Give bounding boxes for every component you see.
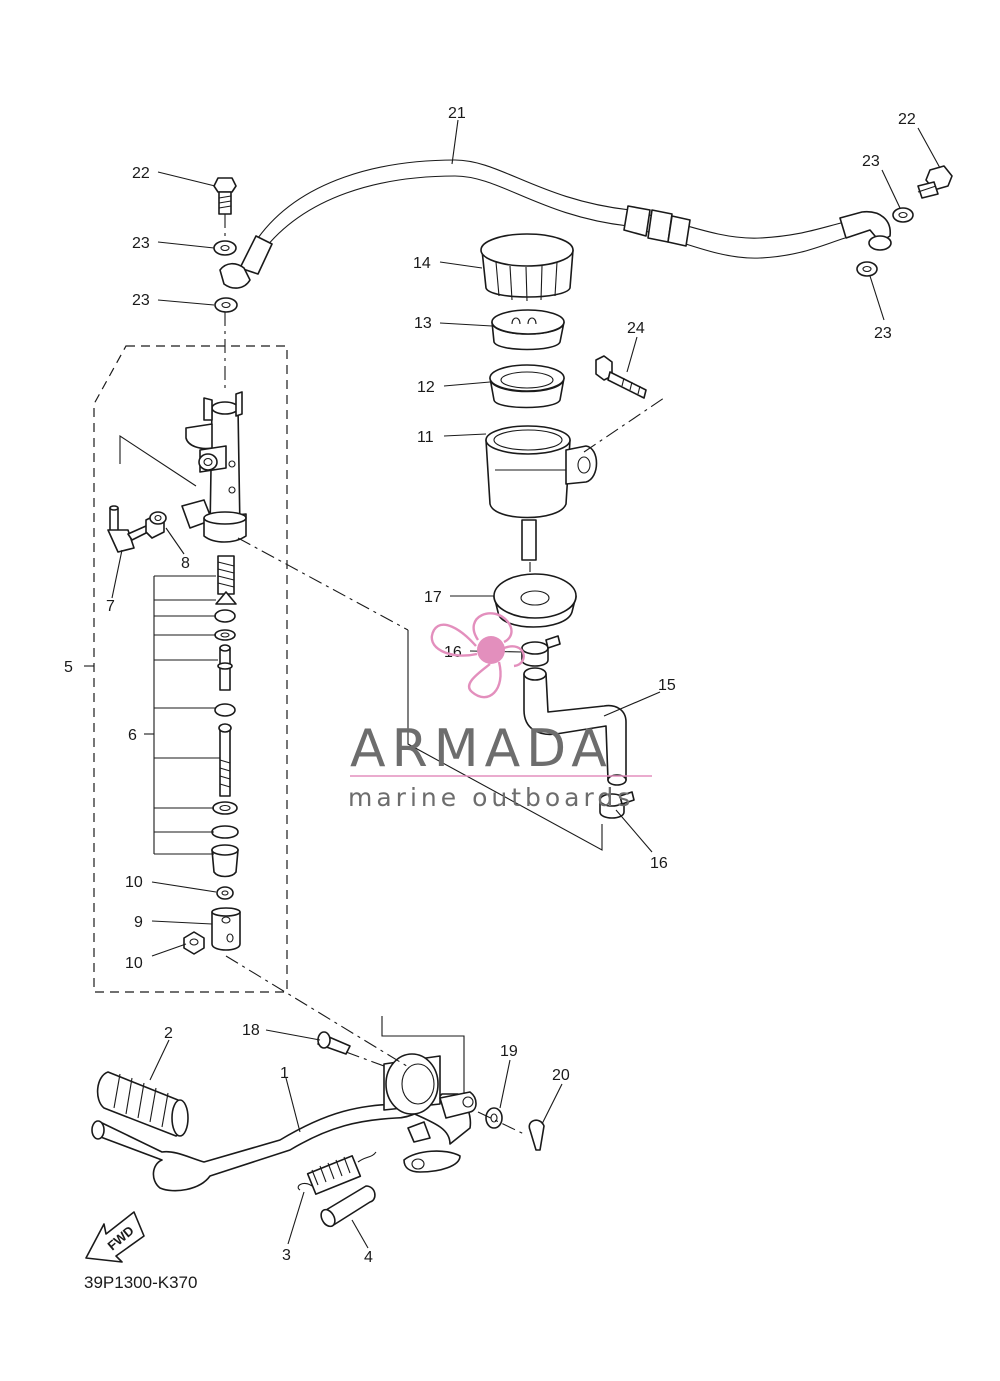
fwd-arrow: FWD xyxy=(85,1211,145,1263)
diaphragm-plate xyxy=(491,309,565,351)
spring-collar xyxy=(320,1185,376,1228)
callout-23: 23 xyxy=(132,292,150,309)
callout-1: 1 xyxy=(280,1065,289,1082)
piston-kit xyxy=(211,555,239,878)
callout-10: 10 xyxy=(125,955,143,972)
callout-5: 5 xyxy=(64,659,73,676)
callout-11: 11 xyxy=(417,429,434,446)
callout-23: 23 xyxy=(874,325,892,342)
callout-10: 10 xyxy=(125,874,143,891)
callout-16: 16 xyxy=(444,644,462,661)
callout-8: 8 xyxy=(181,555,190,572)
callout-15: 15 xyxy=(658,677,676,694)
reservoir-hose xyxy=(523,667,627,786)
callout-6: 6 xyxy=(128,727,137,744)
brand-tagline: marine outboards xyxy=(348,783,634,812)
master-cylinder-body xyxy=(181,391,247,543)
assembly-lines xyxy=(119,214,665,1135)
bleed-screw xyxy=(145,511,167,539)
callout-13: 13 xyxy=(414,315,432,332)
callout-18: 18 xyxy=(242,1022,260,1039)
callout-4: 4 xyxy=(364,1249,373,1266)
callout-2: 2 xyxy=(164,1025,173,1042)
hose-clip-upper xyxy=(521,635,561,667)
brand-name: ARMADA xyxy=(350,719,613,779)
callout-7: 7 xyxy=(106,598,115,615)
diaphragm xyxy=(489,364,565,409)
callout-21: 21 xyxy=(448,105,466,122)
reservoir-tank xyxy=(485,425,598,561)
callout-20: 20 xyxy=(552,1067,570,1084)
pedal-pin xyxy=(317,1031,351,1055)
armada-watermark: ARMADA marine outboards xyxy=(348,612,652,812)
propeller-logo xyxy=(430,612,525,699)
clevis xyxy=(211,907,241,951)
hose-joint xyxy=(107,505,149,553)
hose-clip-lower xyxy=(599,791,635,819)
callout-17: 17 xyxy=(424,589,442,606)
callout-3: 3 xyxy=(282,1247,291,1264)
union-bolt-right xyxy=(917,165,953,199)
reservoir-bolt xyxy=(595,355,647,399)
return-spring xyxy=(297,1151,377,1195)
callout-23: 23 xyxy=(862,153,880,170)
callout-numbers: 22 23 23 21 22 23 23 14 13 12 11 24 17 1… xyxy=(64,105,916,1266)
brake-hose xyxy=(219,159,892,289)
diagram-code: 39P1300-K370 xyxy=(84,1273,197,1292)
callout-12: 12 xyxy=(417,379,435,396)
copper-washers xyxy=(213,207,914,313)
kit-bracket xyxy=(84,575,220,855)
callout-19: 19 xyxy=(500,1043,518,1060)
callout-16: 16 xyxy=(650,855,668,872)
callout-23: 23 xyxy=(132,235,150,252)
locknut xyxy=(183,886,234,955)
reservoir-cap xyxy=(480,233,574,302)
cotter-pin xyxy=(528,1119,545,1151)
callout-9: 9 xyxy=(134,914,143,931)
callout-22: 22 xyxy=(132,165,150,182)
callout-24: 24 xyxy=(627,320,645,337)
callout-14: 14 xyxy=(413,255,431,272)
union-bolt-left xyxy=(213,177,237,215)
brake-pedal xyxy=(91,1053,477,1192)
pedal-rubber xyxy=(96,1071,189,1137)
callout-22: 22 xyxy=(898,111,916,128)
pedal-washer xyxy=(485,1107,503,1129)
